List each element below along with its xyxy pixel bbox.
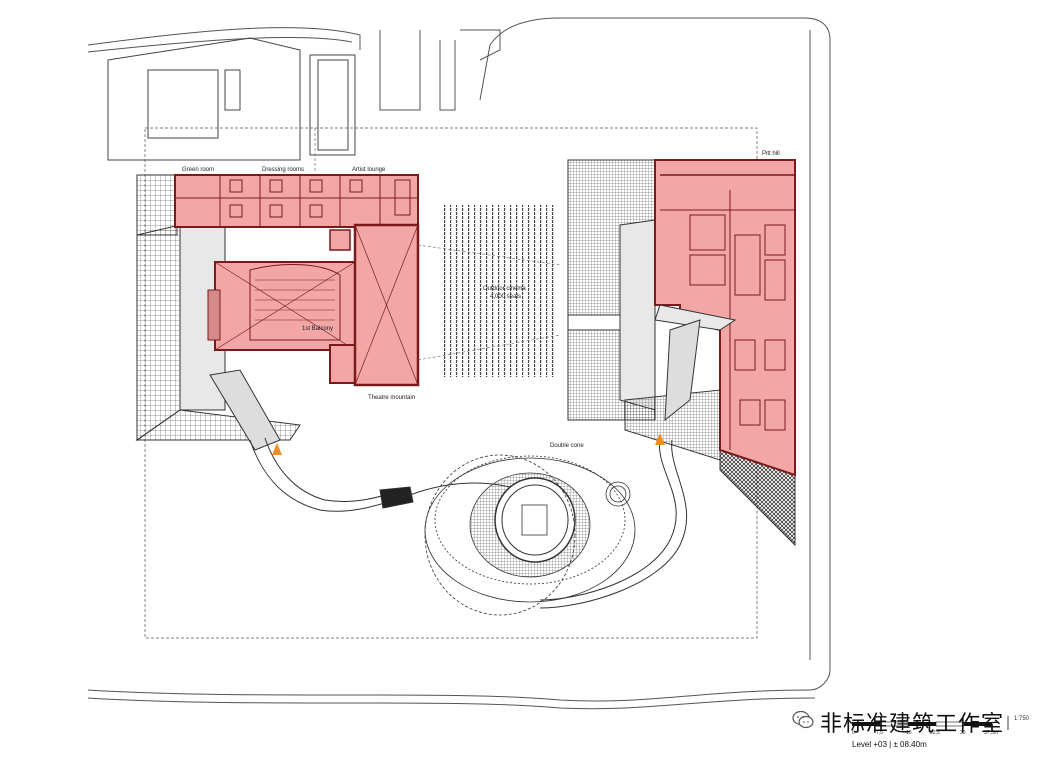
scale-tick: 15 (906, 730, 912, 736)
label-first-balcony: 1st Balcony (302, 326, 333, 332)
wechat-logo-icon (792, 710, 814, 729)
scale-bar (852, 716, 1009, 730)
right-building (567, 159, 796, 547)
backstage-wing (174, 174, 419, 228)
label-cinema-seats: 4,000 seats (490, 294, 521, 300)
label-pitt-hill: Pitt hill (762, 151, 780, 157)
site-outline (87, 17, 831, 710)
level-label: Level +03 | ± 08.40m (852, 740, 927, 749)
scale-tick: 22,5 (930, 730, 940, 736)
label-outdoor-cinema: Outdoor cinema (483, 286, 526, 292)
existing-buildings (107, 37, 356, 161)
scale-tick: 7,5 (876, 730, 883, 736)
scale-tick: 30 (960, 730, 966, 736)
label-double-cone: Double cone (550, 443, 584, 449)
label-artist-lounge: Artist lounge (352, 167, 386, 173)
double-cone (424, 454, 636, 616)
stage-tower (329, 223, 420, 387)
theatre-hall (207, 261, 356, 384)
scale-tick: 0 (852, 730, 855, 736)
label-dressing-rooms: Dressing rooms (262, 167, 304, 173)
watermark-text: 非标准建筑工作室 (820, 712, 1005, 737)
scale-ratio: 1:750 (1014, 716, 1030, 722)
label-green-room: Green room (182, 167, 214, 173)
label-theatre-mountain: Theatre mountain (368, 395, 415, 401)
entrance-arrow-left (272, 443, 282, 455)
outdoor-cinema-seating (440, 205, 555, 377)
entrance-arrow-right (655, 433, 665, 445)
scale-tick: 37,5m (984, 730, 998, 736)
ramps (209, 319, 701, 609)
